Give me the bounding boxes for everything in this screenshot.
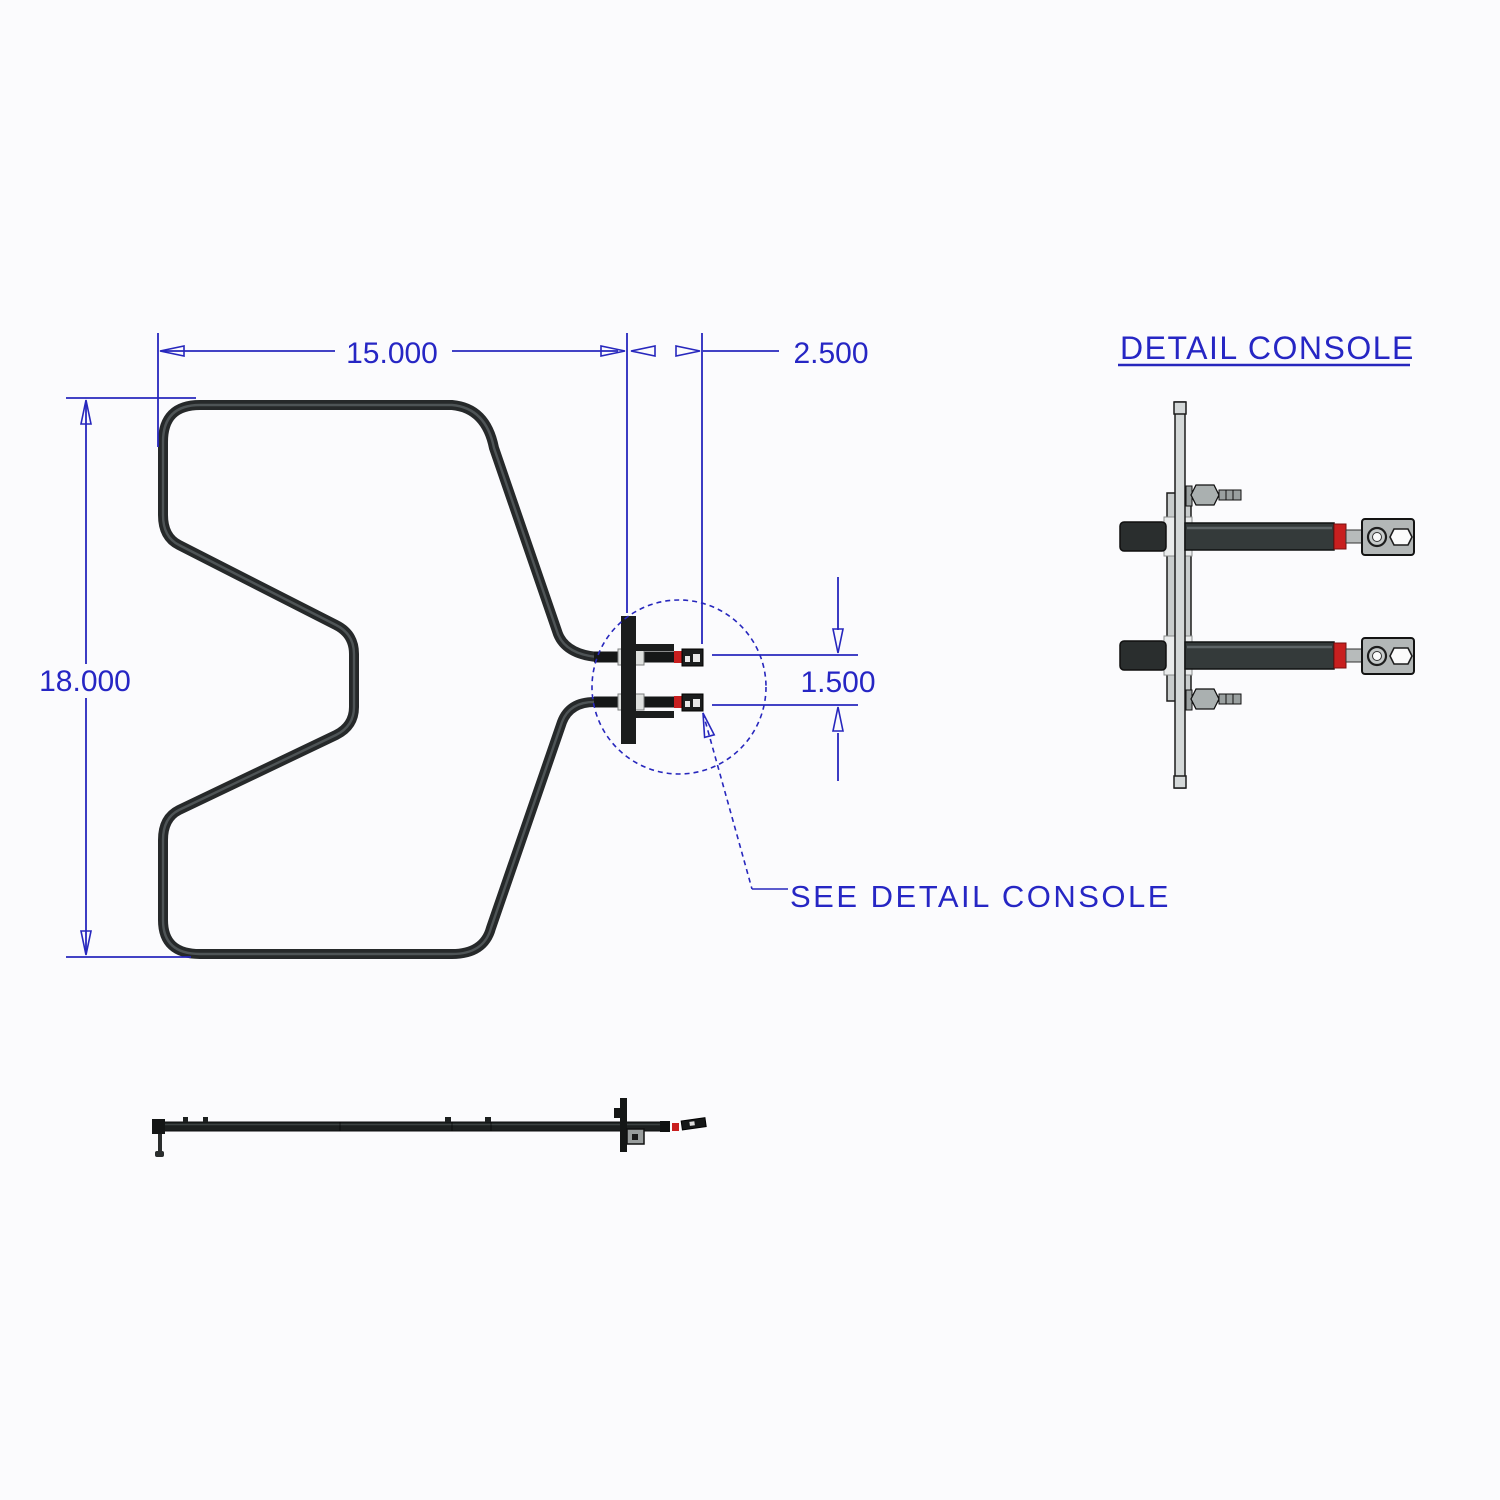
top-clamp-screw <box>1185 484 1242 507</box>
detail-leader-line <box>702 712 753 890</box>
side-view <box>152 1098 707 1157</box>
element-tube-outline <box>158 400 602 959</box>
dimension-terminal-extension: 2.500 <box>630 333 869 644</box>
dimension-terminal-spacing-value: 1.500 <box>800 666 875 699</box>
detail-console-title: DETAIL CONSOLE <box>1120 330 1415 366</box>
upper-spade-terminal <box>681 648 704 667</box>
detail-lower-rod <box>1119 637 1415 675</box>
detail-balloon-circle <box>591 599 767 775</box>
see-detail-console-label: SEE DETAIL CONSOLE <box>790 879 1171 914</box>
upper-rod-red-insulator <box>1333 523 1347 550</box>
lower-lug-hex-hole <box>1389 647 1413 665</box>
detail-console-view: DETAIL CONSOLE <box>1118 330 1415 789</box>
side-view-connector <box>680 1117 707 1131</box>
console-plate-bottom-cap <box>1173 775 1187 789</box>
console-bracket-upper-arm <box>636 644 674 651</box>
upper-rod-left-cap <box>1119 521 1167 552</box>
detail-upper-rod <box>1119 518 1415 556</box>
side-view-left-pin <box>158 1134 162 1153</box>
side-view-plate-nub <box>614 1108 620 1118</box>
side-view-rod-end <box>660 1121 670 1132</box>
console-plate <box>1174 401 1186 789</box>
element-tube-highlight <box>161 403 598 956</box>
lower-rod-left-cap <box>1119 640 1167 671</box>
dimension-width-value: 15.000 <box>346 337 438 370</box>
lower-rod-red-insulator <box>1333 642 1347 669</box>
dimension-height-value: 18.000 <box>39 665 131 698</box>
lower-rod-red-band <box>674 696 682 708</box>
side-view-left-cap <box>152 1119 165 1134</box>
console-bracket-lower-arm <box>636 711 674 718</box>
dimension-terminal-extension-value: 2.500 <box>793 337 868 370</box>
upper-lug-hex-hole <box>1389 528 1413 546</box>
top-view-element <box>158 400 704 959</box>
lower-spade-terminal <box>681 693 704 712</box>
console-bracket-plate <box>621 616 636 744</box>
detail-leader-arrow <box>702 712 716 739</box>
detail-callout: SEE DETAIL CONSOLE <box>591 599 1171 914</box>
side-view-bar <box>154 1121 669 1132</box>
bottom-clamp-screw <box>1185 688 1242 711</box>
side-view-plate <box>620 1098 627 1152</box>
dimension-width: 15.000 <box>157 333 628 613</box>
console-plate-top-cap <box>1173 401 1187 415</box>
dimension-terminal-spacing: 1.500 <box>712 577 876 781</box>
dimension-height: 18.000 <box>39 397 196 958</box>
side-view-red-band <box>672 1123 679 1131</box>
upper-rod-red-band <box>674 651 682 663</box>
